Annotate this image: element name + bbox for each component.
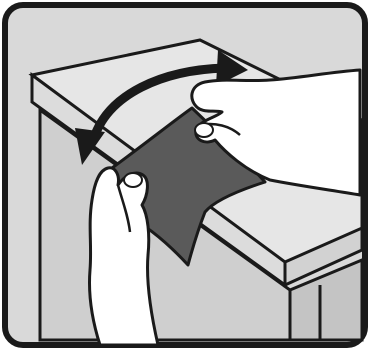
left-hand [89, 168, 158, 345]
left-thumbnail [124, 173, 142, 187]
right-thumbnail [195, 123, 213, 137]
